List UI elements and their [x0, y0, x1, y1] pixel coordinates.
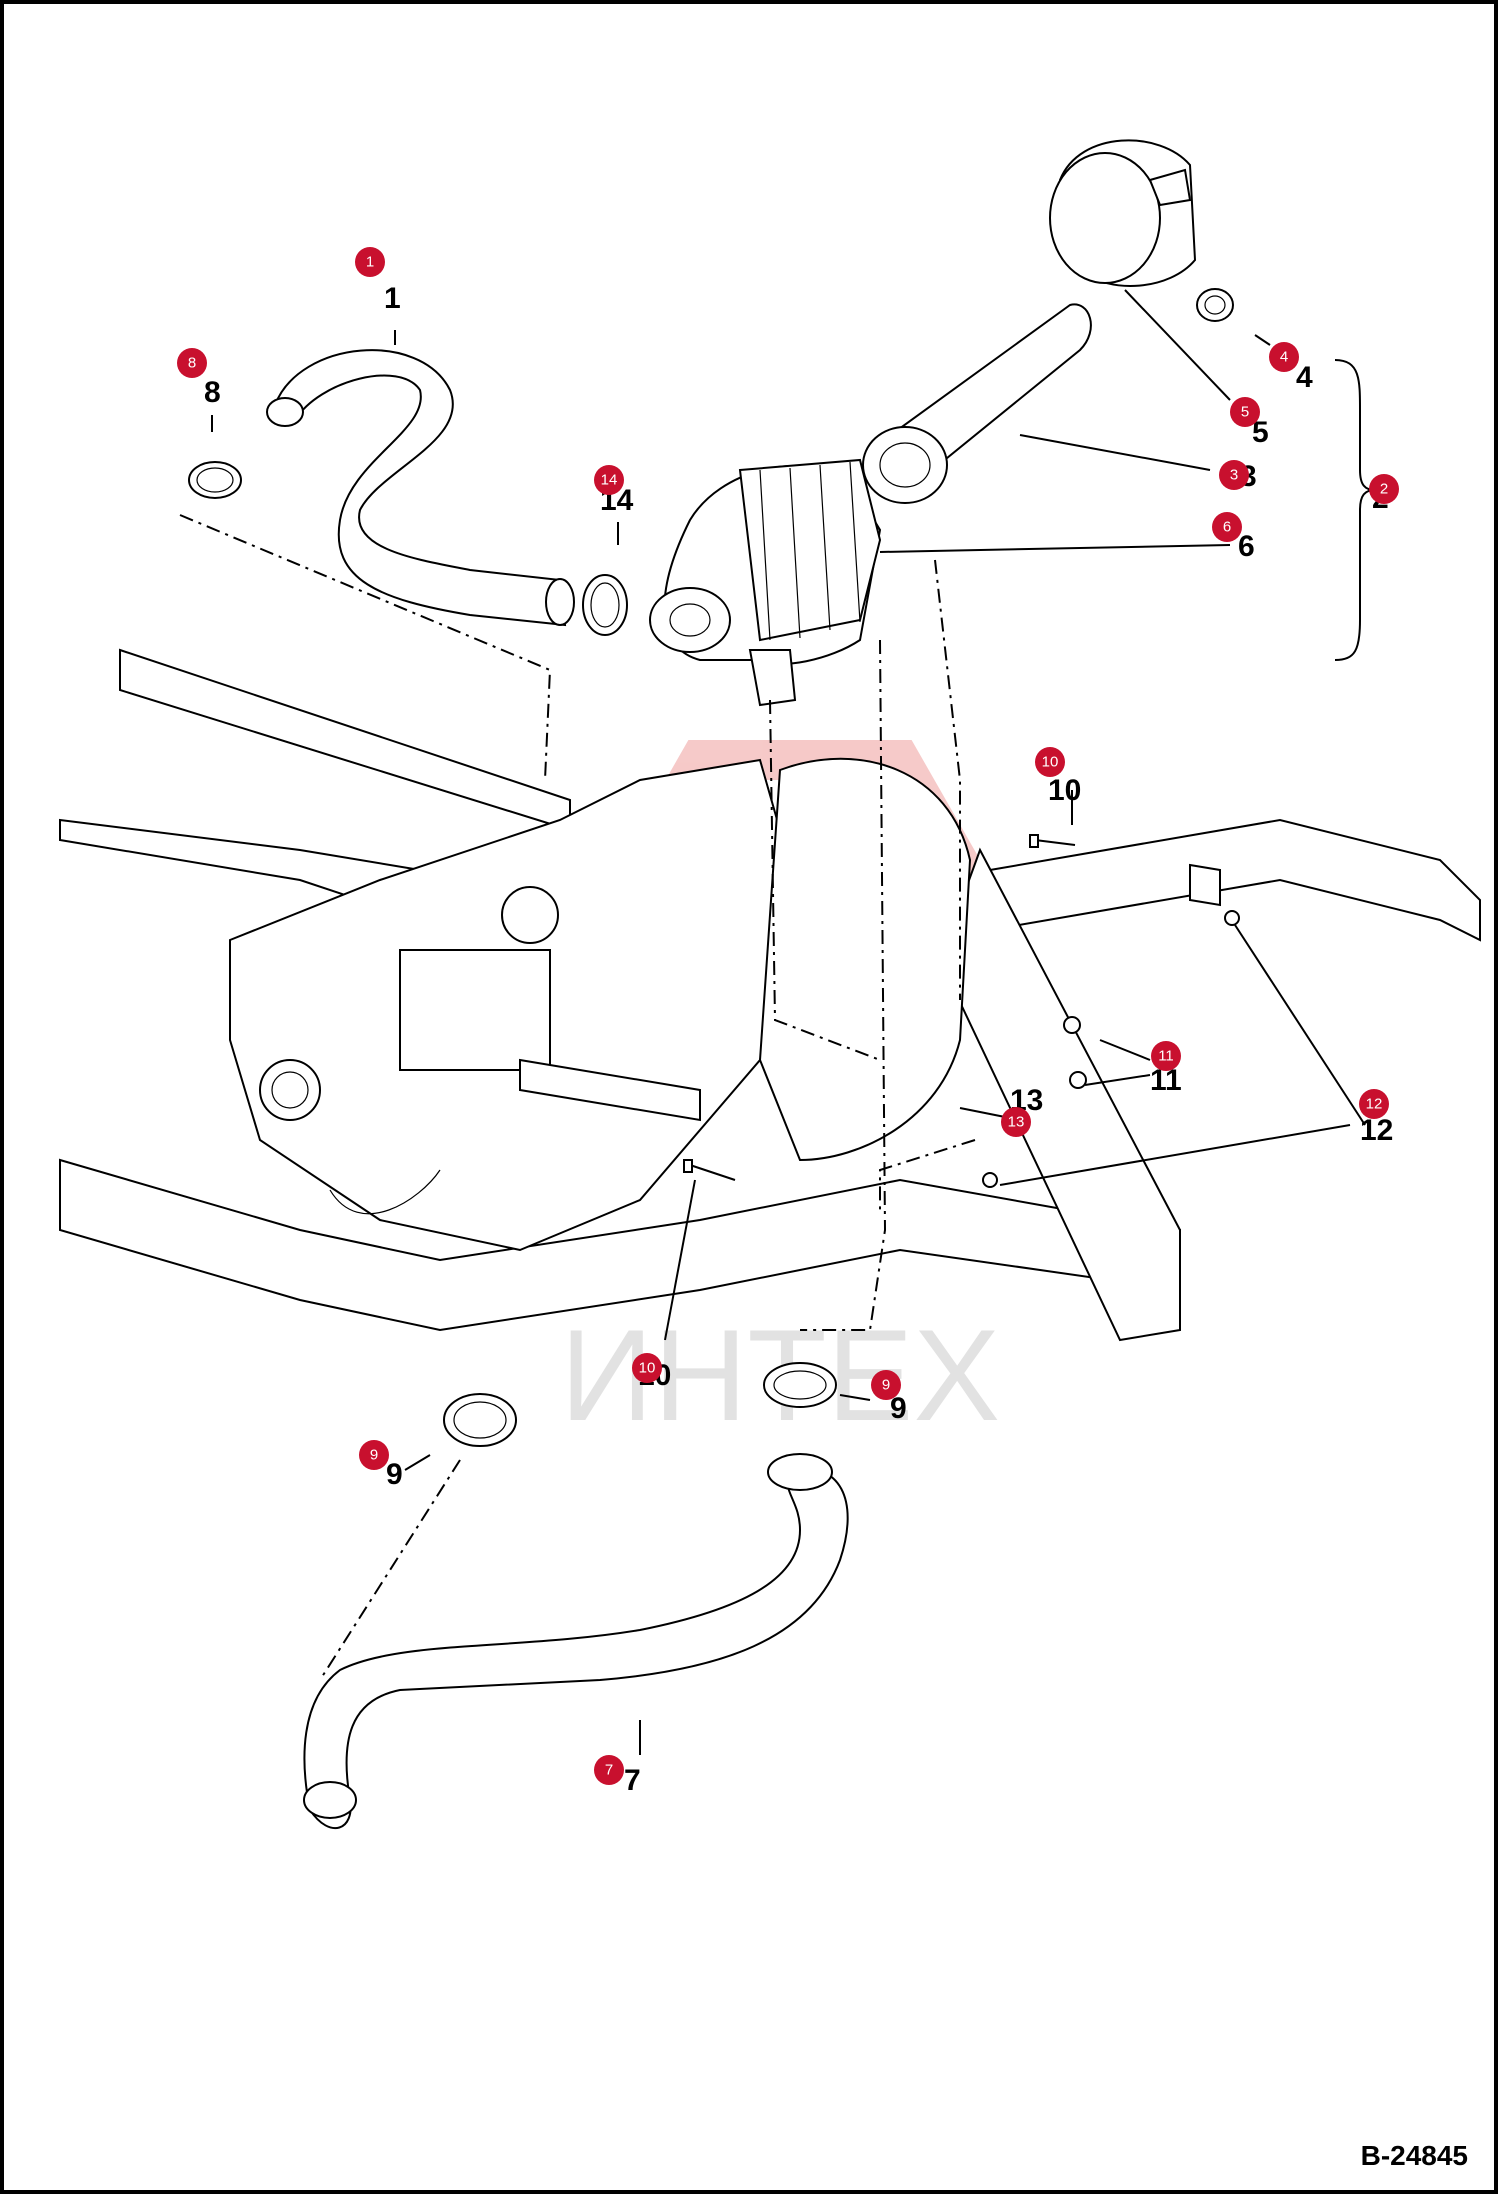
dust-valve	[1196, 288, 1234, 322]
svg-text:4: 4	[1280, 349, 1288, 366]
svg-text:3: 3	[1230, 467, 1238, 484]
callout-label: 9	[890, 1392, 907, 1425]
air-cleaner-housing	[649, 458, 882, 707]
frame-rails	[59, 648, 1481, 1342]
hose-clamp	[443, 1393, 517, 1447]
outlet-hose	[303, 1453, 849, 1830]
assembly-dash-lines	[179, 514, 976, 1681]
callout-marker: 4	[1269, 342, 1299, 372]
callout-marker: 6	[1212, 512, 1242, 542]
hose-clamp	[763, 1362, 837, 1408]
svg-text:14: 14	[601, 472, 618, 489]
svg-text:11: 11	[1158, 1048, 1174, 1065]
assembly-brace	[1334, 359, 1376, 661]
callout-label: 9	[386, 1458, 403, 1491]
svg-text:13: 13	[1008, 1114, 1025, 1131]
callout-marker: 10	[1035, 747, 1065, 777]
svg-text:5: 5	[1241, 404, 1249, 421]
callout-label: 8	[204, 376, 221, 409]
callout-marker: 13	[1001, 1107, 1031, 1137]
svg-text:8: 8	[188, 355, 196, 372]
callout-labels: 1 2 3 4 5 6 7 8 9 9 10 10 11 12 13 14	[204, 282, 1393, 1797]
svg-text:6: 6	[1223, 519, 1231, 536]
svg-text:1: 1	[366, 254, 374, 271]
svg-text:2: 2	[1380, 481, 1388, 498]
hose-clamp	[188, 461, 242, 499]
bolt	[1029, 834, 1076, 848]
intake-hose	[266, 349, 575, 627]
callout-marker: 12	[1359, 1089, 1389, 1119]
bolt	[1063, 1016, 1087, 1089]
filter-element	[862, 303, 1092, 504]
callout-marker: 14	[594, 465, 624, 495]
hose-clamp	[582, 574, 628, 636]
callout-label: 10	[1048, 774, 1081, 807]
svg-text:10: 10	[639, 1360, 656, 1377]
document-number: B-24845	[1360, 2140, 1468, 2171]
callout-label: 5	[1252, 416, 1269, 449]
callout-marker: 11	[1151, 1041, 1181, 1071]
bolt	[683, 1159, 736, 1181]
callout-marker: 8	[177, 348, 207, 378]
svg-text:9: 9	[882, 1377, 890, 1394]
svg-text:7: 7	[605, 1762, 613, 1779]
engine-assembly	[229, 757, 972, 1252]
svg-text:12: 12	[1366, 1096, 1383, 1113]
callout-marker: 7	[594, 1755, 624, 1785]
callout-label: 4	[1296, 361, 1313, 394]
mounting-bracket	[1189, 863, 1221, 907]
air-cleaner-cover	[1049, 139, 1197, 287]
callout-label: 7	[624, 1764, 641, 1797]
svg-text:10: 10	[1042, 754, 1059, 771]
svg-text:9: 9	[370, 1447, 378, 1464]
callout-marker: 9	[871, 1370, 901, 1400]
callout-marker: 2	[1369, 474, 1399, 504]
callout-marker: 9	[359, 1440, 389, 1470]
callout-marker: 1	[355, 247, 385, 277]
leader-lines	[211, 289, 1366, 1755]
nut	[982, 910, 1240, 1188]
callout-marker: 10	[632, 1353, 662, 1383]
callout-label: 1	[384, 282, 401, 315]
callout-label: 6	[1238, 530, 1255, 563]
callout-marker: 5	[1230, 397, 1260, 427]
callout-marker: 3	[1219, 460, 1249, 490]
callout-label: 12	[1360, 1114, 1393, 1147]
callout-markers: 1 2 3 4 5 6 7 8	[177, 247, 1399, 1785]
